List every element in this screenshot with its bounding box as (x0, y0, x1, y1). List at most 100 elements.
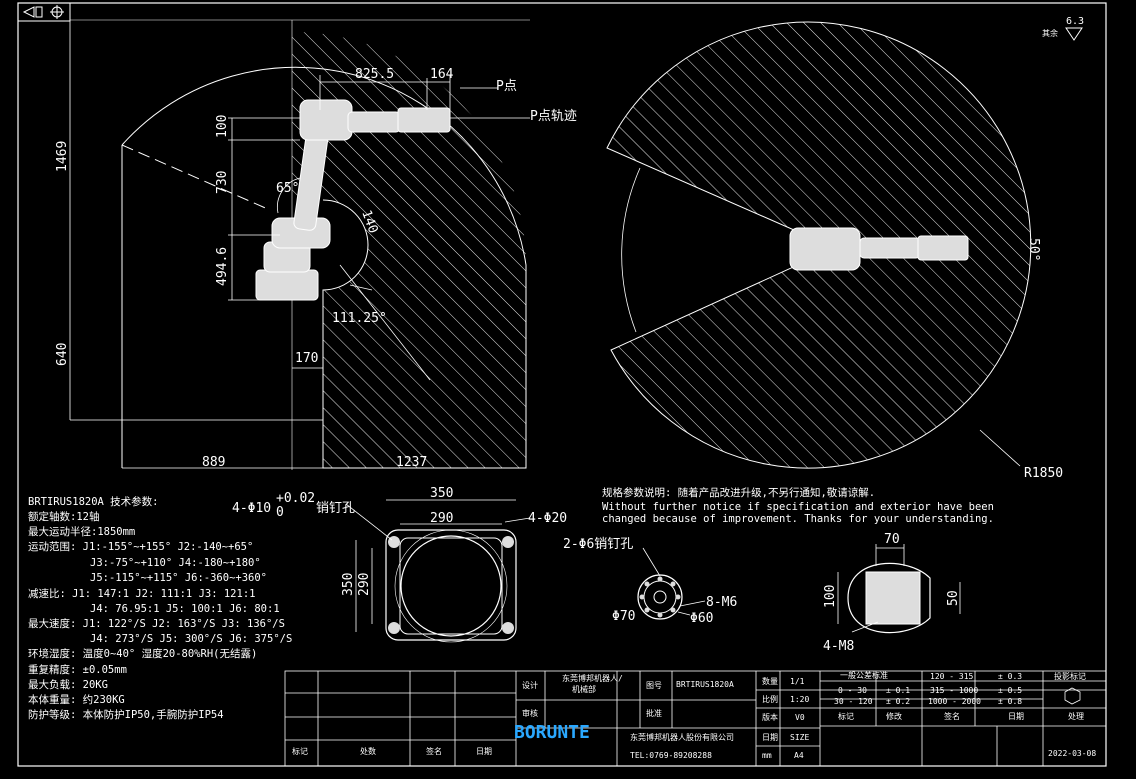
wrist-h50: 50 (946, 590, 961, 606)
dim-1237: 1237 (396, 455, 427, 470)
proj-label: 投影标记 (1054, 671, 1086, 681)
qty-label: 数量 (762, 676, 778, 686)
rev-header: 处数 (360, 746, 376, 756)
rev-header: 日期 (476, 747, 492, 756)
base-view: 4-Φ10 +0.02 0 销钉孔 350 290 4-Φ20 350 290 (232, 486, 567, 643)
dim-640: 640 (55, 343, 70, 366)
flange-d70: Φ70 (612, 609, 635, 624)
size-value: A4 (794, 751, 804, 760)
tol-cell: ± 0.5 (998, 686, 1022, 695)
notice-cn: 规格参数说明: 随着产品改进升级,不另行通知,敬请谅解. (602, 486, 875, 499)
tol-cell: ± 0.3 (998, 672, 1022, 681)
tol-cell: 120 - 315 (930, 672, 974, 681)
dim-170: 170 (295, 351, 318, 366)
tol-cell: 30 - 120 (834, 697, 873, 706)
dim-1469: 1469 (55, 141, 70, 172)
wrist-view: 70 100 50 4-M8 (823, 532, 961, 654)
tol-cell: 0 - 30 (838, 686, 867, 695)
bottom-label: 处理 (1068, 711, 1084, 721)
angle-111-25: 111.25° (332, 311, 387, 326)
notice-en-1: Without further notice if specification … (602, 501, 994, 513)
ver-value: V0 (795, 713, 805, 722)
scale-label: 比例 (762, 694, 778, 704)
holes-suffix: 销钉孔 (316, 501, 355, 516)
dim-100: 100 (215, 115, 230, 138)
spec-line: J4: 273°/S J5: 300°/S J6: 375°/S (90, 633, 292, 645)
projection-symbol-icon (22, 6, 43, 18)
robot-arm-side-icon (255, 99, 451, 301)
qty-value: 1/1 (790, 677, 805, 686)
dim-889: 889 (202, 455, 225, 470)
dim-h290: 290 (357, 573, 372, 596)
designer: 东莞博邦机器人/ (562, 673, 623, 683)
drawing-label: 图号 (646, 681, 662, 690)
title-block (284, 670, 1107, 767)
crosshair-icon (50, 5, 64, 19)
svg-text:其余: 其余 (1042, 28, 1058, 38)
holes-4-d20: 4-Φ20 (528, 511, 567, 526)
tol-cell: ± 0.1 (886, 686, 910, 695)
wrist-thread: 4-M8 (823, 639, 854, 654)
robot-arm-top-icon (789, 227, 969, 271)
tol-cell: 1000 - 2000 (928, 697, 981, 706)
tol-cell: ± 0.8 (998, 697, 1022, 706)
rev-header: 签名 (426, 746, 442, 756)
side-view: 825.5 164 P点 P点轨迹 1469 100 730 494.6 640… (55, 19, 577, 470)
holes-4-d10: 4-Φ10 (232, 501, 271, 516)
wrist-h100: 100 (823, 585, 838, 608)
drawing-date: 2022-03-08 (1048, 749, 1096, 758)
spec-line: 最大运动半径:1850mm (28, 525, 135, 538)
rev-header: 标记 (292, 746, 308, 756)
tol-cell: ± 0.2 (886, 697, 910, 706)
spec-line: 最大速度: J1: 122°/S J2: 163°/S J3: 136°/S (28, 617, 285, 630)
wrist-w70: 70 (884, 532, 900, 547)
spec-line: 重复精度: ±0.05mm (28, 663, 127, 676)
roughness-value: 6.3 (1066, 16, 1084, 27)
radius-r1850: R1850 (1024, 466, 1063, 481)
spec-line: 防护等级: 本体防护IP50,手腕防护IP54 (28, 708, 224, 721)
bottom-label: 标记 (838, 711, 854, 721)
tol-plus: +0.02 (276, 491, 315, 506)
ver-label: 版本 (762, 712, 778, 722)
angle-50: 50° (1026, 238, 1041, 261)
p-point-label: P点 (496, 79, 517, 94)
top-view: 50° R1850 (606, 21, 1063, 481)
model-number: BRTIRUS1820A (676, 680, 734, 689)
dim-h350: 350 (341, 573, 356, 596)
design-label: 设计 (522, 680, 538, 690)
size-label: SIZE (790, 733, 809, 742)
scale-value: 1:20 (790, 695, 809, 704)
spec-line: 本体重量: 约230KG (28, 693, 125, 706)
hexagon-icon (1064, 687, 1081, 705)
spec-line: 运动范围: J1:-155°~+155° J2:-140~+65° (28, 540, 253, 553)
bottom-label: 修改 (886, 711, 902, 721)
unit-label: 日期 (762, 733, 778, 742)
p-trajectory-label: P点轨迹 (530, 109, 577, 124)
dim-w290: 290 (430, 511, 453, 526)
dim-730: 730 (215, 171, 230, 194)
company-logo: BORUNTE (514, 722, 590, 743)
notice-en-2: changed because of improvement. Thanks f… (602, 513, 994, 525)
company-tel: TEL:0769-89208288 (630, 751, 712, 760)
spec-line: J5:-115°~+115° J6:-360~+360° (90, 572, 267, 584)
approve-label: 批准 (646, 708, 662, 718)
designer-dept: 机械部 (572, 684, 596, 694)
tol-zero: 0 (276, 505, 284, 520)
tol-title: 一般公差标准 (840, 670, 888, 680)
spec-line: 环境湿度: 温度0~40° 湿度20-80%RH(无结露) (28, 647, 257, 660)
dim-494-6: 494.6 (215, 247, 230, 286)
bottom-label: 签名 (944, 711, 960, 721)
flange-thread: 8-M6 (706, 595, 737, 610)
title-block-text: 标记 处数 签名 日期 设计 东莞博邦机器人/ 机械部 审核 图号 BRTIRU… (292, 670, 1096, 760)
spec-line: J3:-75°~+110° J4:-180~+180° (90, 557, 261, 569)
notice-block: 规格参数说明: 随着产品改进升级,不另行通知,敬请谅解. Without fur… (602, 486, 994, 525)
spec-line: 最大负载: 20KG (28, 678, 108, 691)
spec-line: 额定轴数:12轴 (28, 510, 99, 523)
roughness-symbol-icon: 6.3 其余 (1042, 16, 1084, 41)
bottom-label: 日期 (1008, 712, 1024, 721)
spec-block: BRTIRUS1820A 技术参数: 额定轴数:12轴 最大运动半径:1850m… (28, 495, 292, 721)
dim-w350: 350 (430, 486, 453, 501)
unit-value: mm (762, 751, 772, 760)
angle-65: 65° (276, 181, 299, 196)
